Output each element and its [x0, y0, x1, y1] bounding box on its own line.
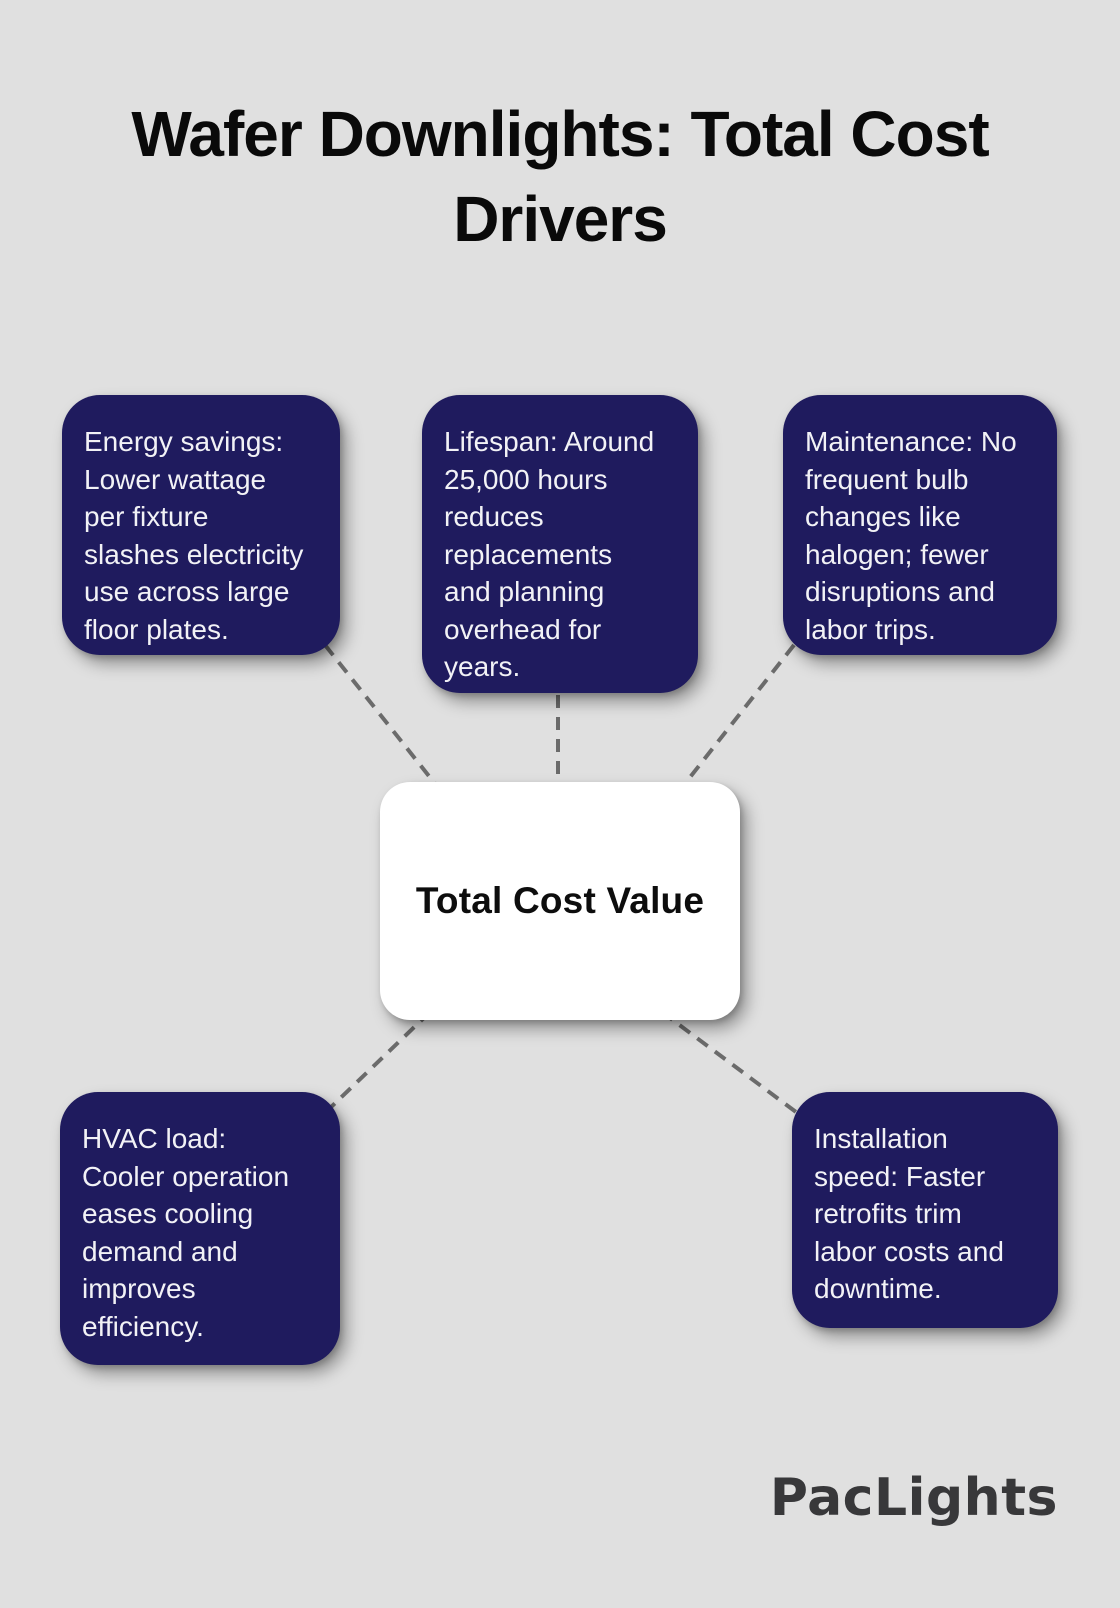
connector-center-to-hvac: [326, 1010, 432, 1112]
node-card-lifespan: Lifespan: Around 25,000 hours reduces re…: [422, 395, 698, 693]
connector-center-to-installation: [660, 1010, 802, 1117]
node-text-maintenance: Maintenance: No frequent bulb changes li…: [805, 426, 1017, 645]
infographic-title: Wafer Downlights: Total Cost Drivers: [131, 98, 989, 255]
connector-maintenance-to-center: [678, 643, 796, 792]
node-card-maintenance: Maintenance: No frequent bulb changes li…: [783, 395, 1057, 655]
node-text-hvac-load: HVAC load: Cooler operation eases coolin…: [82, 1123, 290, 1342]
node-card-installation-speed: Installation speed: Faster retrofits tri…: [792, 1092, 1058, 1328]
node-text-installation-speed: Installation speed: Faster retrofits tri…: [814, 1123, 1004, 1304]
node-card-energy-savings: Energy savings: Lower wattage per fixtur…: [62, 395, 340, 655]
connector-energy-to-center: [323, 643, 442, 792]
node-card-hvac-load: HVAC load: Cooler operation eases coolin…: [60, 1092, 340, 1365]
center-node-label: Total Cost Value: [415, 880, 705, 921]
paclights-brand-logo: PacLights: [769, 1468, 1058, 1528]
node-text-energy-savings: Energy savings: Lower wattage per fixtur…: [84, 426, 304, 645]
center-node-total-cost-value: Total Cost Value: [380, 782, 740, 1020]
node-text-lifespan: Lifespan: Around 25,000 hours reduces re…: [444, 426, 655, 682]
